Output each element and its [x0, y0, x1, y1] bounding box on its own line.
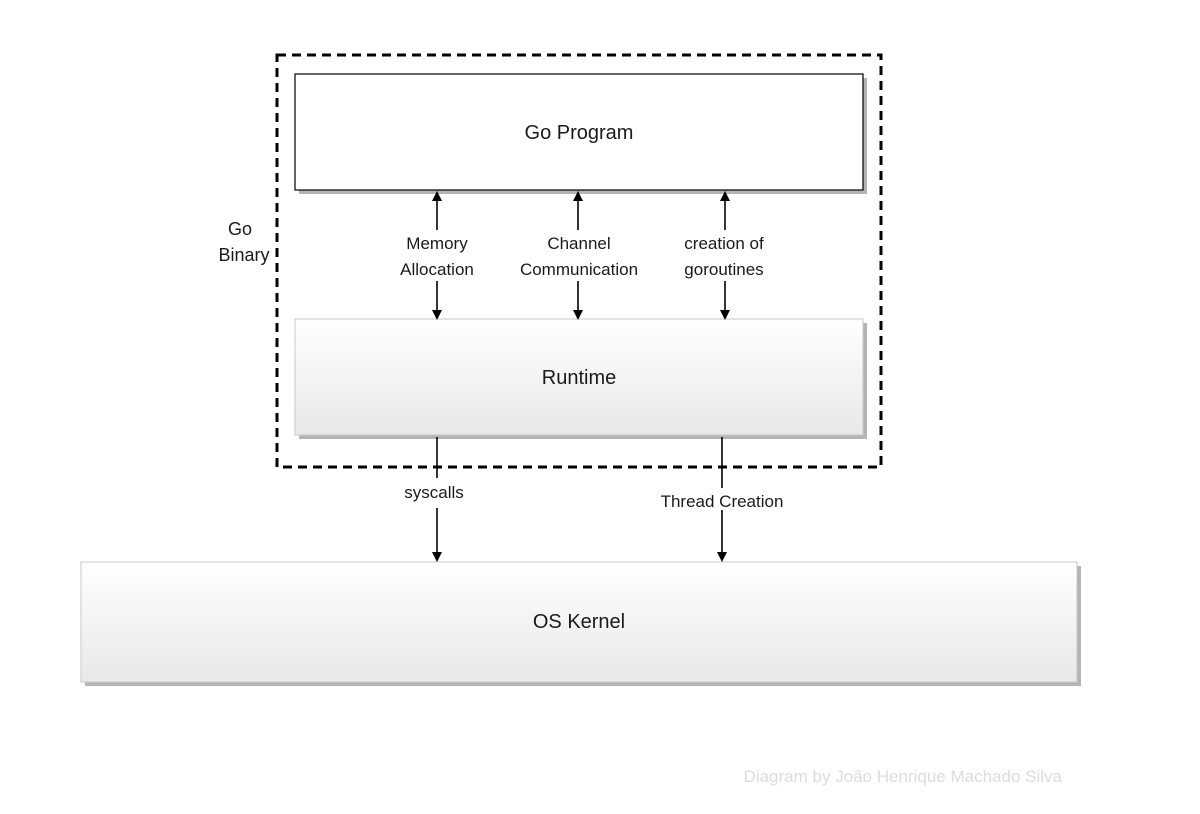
goroutine-creation-label-line2: goroutines	[684, 260, 763, 279]
go-program-box: Go Program	[294, 73, 867, 194]
go-binary-label-line2: Binary	[218, 245, 269, 265]
go-binary-label-line1: Go	[228, 219, 252, 239]
channel-communication-label-line1: Channel	[547, 234, 610, 253]
channel-communication-label-line2: Communication	[520, 260, 638, 279]
os-kernel-box: OS Kernel	[80, 561, 1081, 686]
thread-creation-edge: Thread Creation	[661, 437, 784, 562]
memory-allocation-label-line2: Allocation	[400, 260, 474, 279]
go-binary-group-border	[275, 53, 883, 469]
go-program-label: Go Program	[525, 122, 634, 144]
runtime-box: Runtime	[294, 318, 867, 439]
goroutine-creation-edge: creation of goroutines	[684, 191, 764, 320]
runtime-label: Runtime	[542, 367, 616, 389]
memory-allocation-label-line1: Memory	[406, 234, 468, 253]
syscalls-label: syscalls	[404, 483, 464, 502]
goroutine-creation-label-line1: creation of	[684, 234, 764, 253]
thread-creation-label: Thread Creation	[661, 492, 784, 511]
os-kernel-label: OS Kernel	[533, 611, 625, 633]
channel-communication-edge: Channel Communication	[520, 191, 638, 320]
memory-allocation-edge: Memory Allocation	[400, 191, 474, 320]
diagram-credit: Diagram by João Henrique Machado Silva	[744, 767, 1063, 786]
syscalls-edge: syscalls	[404, 437, 464, 562]
